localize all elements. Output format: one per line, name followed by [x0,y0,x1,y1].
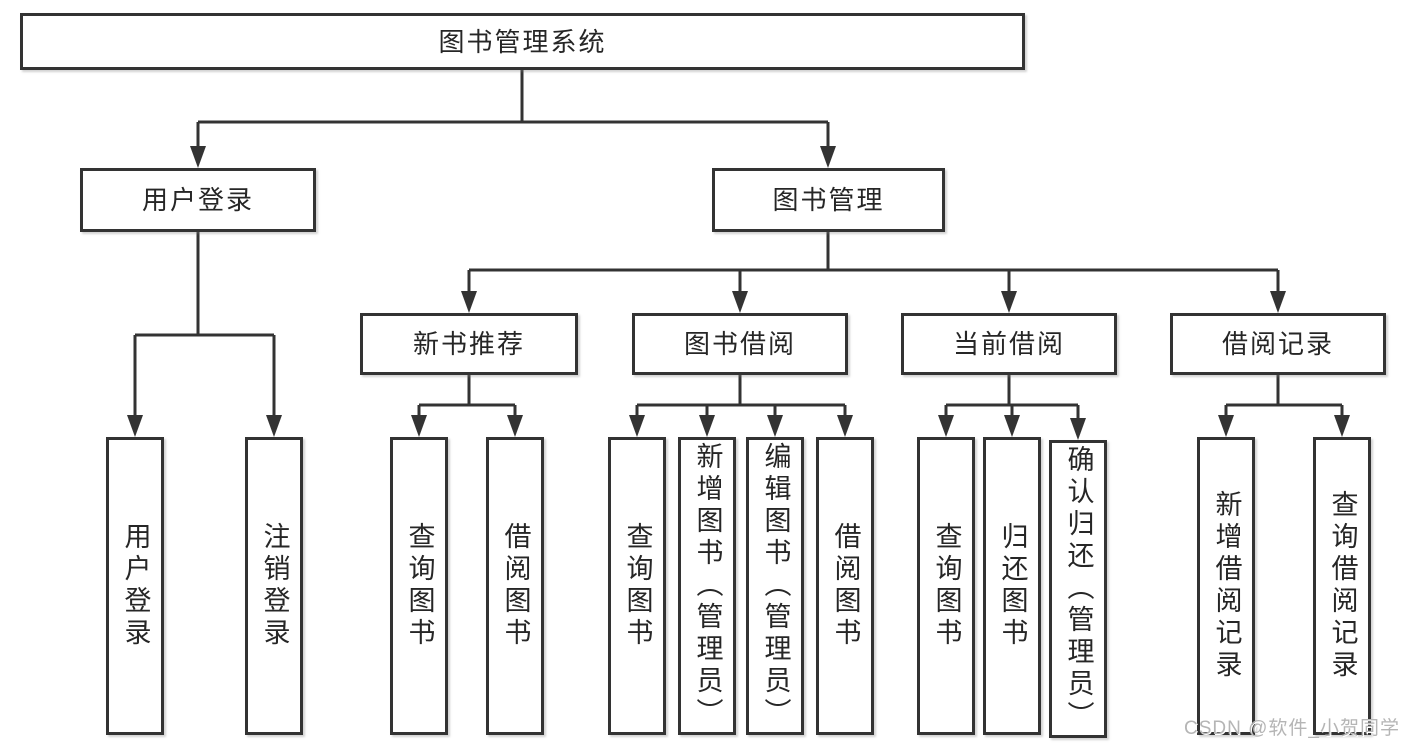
leaf-query-books-current-label: 查询图书 [931,522,962,650]
leaf-query-books-current: 查询图书 [917,437,975,735]
leaf-query-books-recommend: 查询图书 [390,437,448,735]
leaf-add-borrow-record: 新增借阅记录 [1197,437,1255,735]
node-book-management-label: 图书管理 [772,185,885,215]
leaf-query-books-borrow: 查询图书 [608,437,666,735]
arrow-down-icon [1070,418,1086,440]
arrow-down-icon [461,291,477,313]
arrow-down-icon [837,415,853,437]
connector-newbook-to-leaves [411,375,523,437]
leaf-return-books-label: 归还图书 [997,522,1028,650]
node-borrowing-records: 借阅记录 [1170,313,1386,375]
arrow-down-icon [507,415,523,437]
arrow-down-icon [820,146,836,168]
leaf-query-borrow-record: 查询借阅记录 [1313,437,1371,735]
leaf-query-books-borrow-label: 查询图书 [622,522,653,650]
leaf-borrow-books-recommend: 借阅图书 [486,437,544,735]
leaf-edit-books-admin-label: 编辑图书（管理员） [760,442,791,730]
leaf-edit-books-admin: 编辑图书（管理员） [746,437,804,735]
arrow-down-icon [1218,415,1234,437]
node-new-book-recommend-label: 新书推荐 [412,329,525,359]
arrow-down-icon [411,415,427,437]
node-new-book-recommend: 新书推荐 [360,313,578,375]
csdn-watermark: CSDN @软件_小贺同学 [1184,718,1400,739]
arrow-down-icon [190,146,206,168]
arrow-down-icon [1270,291,1286,313]
connector-records-to-leaves [1218,375,1350,437]
leaf-add-borrow-record-label: 新增借阅记录 [1211,490,1242,682]
arrow-down-icon [767,415,783,437]
node-borrowing-records-label: 借阅记录 [1221,329,1334,359]
arrow-down-icon [1004,415,1020,437]
arrow-down-icon [732,291,748,313]
leaf-user-login-label: 用户登录 [120,522,151,650]
leaf-logout: 注销登录 [245,437,303,735]
connector-bookborrow-to-leaves [629,375,853,437]
node-user-login-label: 用户登录 [141,185,254,215]
connector-currentborrow-to-leaves [938,375,1086,440]
arrow-down-icon [266,415,282,437]
leaf-add-books-admin: 新增图书（管理员） [678,437,736,735]
leaf-borrow-books-label: 借阅图书 [830,522,861,650]
leaf-query-borrow-record-label: 查询借阅记录 [1327,490,1358,682]
arrow-down-icon [127,415,143,437]
leaf-borrow-books: 借阅图书 [816,437,874,735]
connector-bookmgmt-to-level3 [461,232,1286,313]
leaf-query-books-recommend-label: 查询图书 [404,522,435,650]
node-book-borrowing-label: 图书借阅 [683,329,796,359]
arrow-down-icon [1334,415,1350,437]
connector-userlogin-to-leaves [127,232,282,437]
node-book-borrowing: 图书借阅 [632,313,848,375]
node-user-login: 用户登录 [80,168,316,232]
leaf-confirm-return-admin-label: 确认归还（管理员） [1063,445,1094,733]
arrow-down-icon [629,415,645,437]
leaf-borrow-books-recommend-label: 借阅图书 [500,522,531,650]
node-book-management: 图书管理 [712,168,945,232]
connector-root-to-level2 [190,70,836,168]
arrow-down-icon [1001,291,1017,313]
node-current-borrowing-label: 当前借阅 [952,329,1065,359]
leaf-confirm-return-admin: 确认归还（管理员） [1049,440,1107,738]
node-current-borrowing: 当前借阅 [901,313,1117,375]
leaf-user-login: 用户登录 [106,437,164,735]
node-library-system: 图书管理系统 [20,13,1025,70]
leaf-logout-label: 注销登录 [259,522,290,650]
leaf-add-books-admin-label: 新增图书（管理员） [692,442,723,730]
arrow-down-icon [699,415,715,437]
node-library-system-label: 图书管理系统 [438,26,607,57]
arrow-down-icon [938,415,954,437]
leaf-return-books: 归还图书 [983,437,1041,735]
